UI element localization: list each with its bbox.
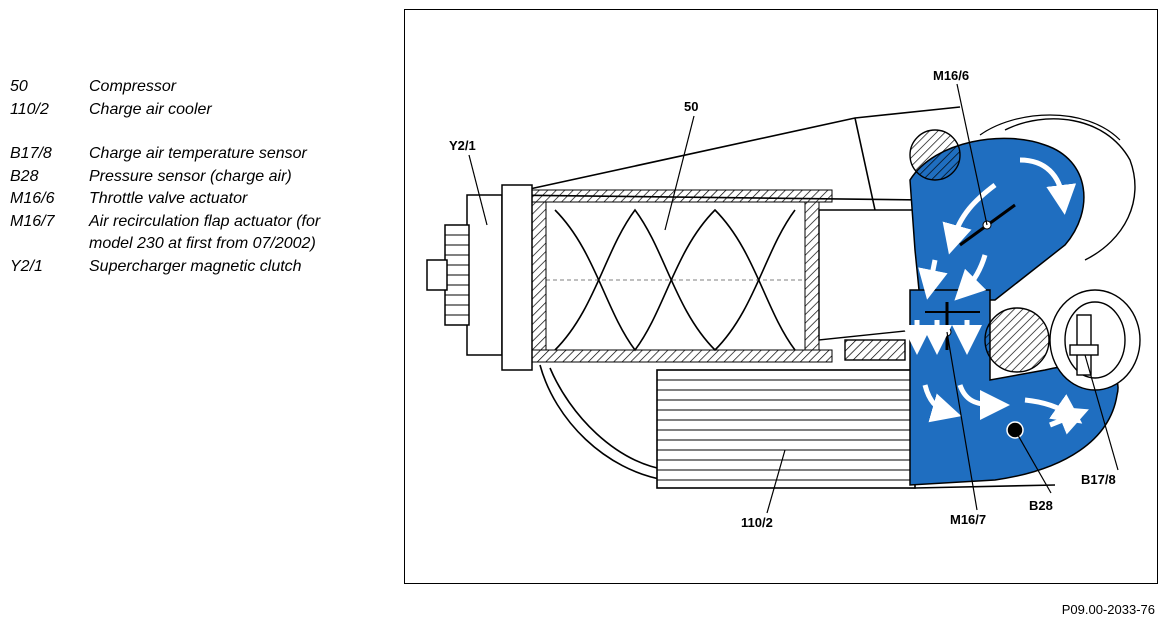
leader-compressor: [664, 115, 695, 231]
legend-text: Supercharger magnetic clutch: [89, 257, 302, 275]
legend-spacer: [10, 121, 349, 143]
diagram-svg: 50 Y2/1 M16/6 110/2 M16/7 B28 B17/8: [426, 68, 1141, 530]
callout-throttle: M16/6: [933, 68, 969, 83]
callout-compressor: 50: [684, 99, 698, 114]
legend-text: Air recirculation flap actuator (for mod…: [89, 212, 321, 253]
legend-code: M16/6: [10, 190, 55, 207]
legend-code: B17/8: [10, 145, 52, 162]
legend-row: M16/6 Throttle valve actuator: [10, 188, 349, 211]
legend-text: Charge air cooler: [89, 100, 212, 118]
leader-cooler: [766, 449, 786, 514]
legend-text: Throttle valve actuator: [89, 190, 248, 207]
callout-recirc: M16/7: [950, 512, 986, 527]
callout-cooler: 110/2: [741, 515, 773, 530]
leader-pressure: [1014, 429, 1052, 494]
legend-row: Y2/1 Supercharger magnetic clutch: [10, 256, 349, 279]
legend-row: M16/7 Air recirculation flap actuator (f…: [10, 211, 349, 256]
leader-clutch: [468, 154, 488, 226]
figure-reference: P09.00-2033-76: [1061, 602, 1155, 617]
leader-recirc: [946, 331, 978, 511]
callout-leaders: [468, 83, 1119, 514]
supercharger-diagram: 50 Y2/1 M16/6 110/2 M16/7 B28 B17/8: [404, 9, 1158, 584]
compressor-rotors: [546, 208, 805, 352]
charge-air-cooler: [656, 369, 916, 489]
callout-temp: B17/8: [1081, 472, 1116, 487]
legend-text: Pressure sensor (charge air): [89, 167, 292, 185]
legend-code: Y2/1: [10, 257, 43, 275]
legend-row: B17/8 Charge air temperature sensor: [10, 143, 349, 166]
leader-temp: [1084, 354, 1119, 471]
temp-sensor: [1069, 314, 1099, 376]
leader-throttle: [956, 83, 988, 226]
legend-text: Charge air temperature sensor: [89, 145, 307, 162]
legend-row: 110/2 Charge air cooler: [10, 99, 349, 122]
legend: 50 Compressor 110/2 Charge air cooler B1…: [10, 76, 349, 278]
legend-code: 110/2: [10, 100, 49, 118]
flow-arrows: [902, 157, 1089, 435]
legend-code: B28: [10, 167, 39, 185]
legend-row: 50 Compressor: [10, 76, 349, 99]
legend-text: Compressor: [89, 78, 177, 95]
callout-clutch: Y2/1: [449, 138, 476, 153]
compressor-housing: [531, 189, 833, 363]
legend-code: M16/7: [10, 212, 55, 230]
legend-row: B28 Pressure sensor (charge air): [10, 166, 349, 189]
legend-code: 50: [10, 78, 28, 95]
callout-pressure: B28: [1029, 498, 1053, 513]
magnetic-clutch: [426, 184, 533, 371]
